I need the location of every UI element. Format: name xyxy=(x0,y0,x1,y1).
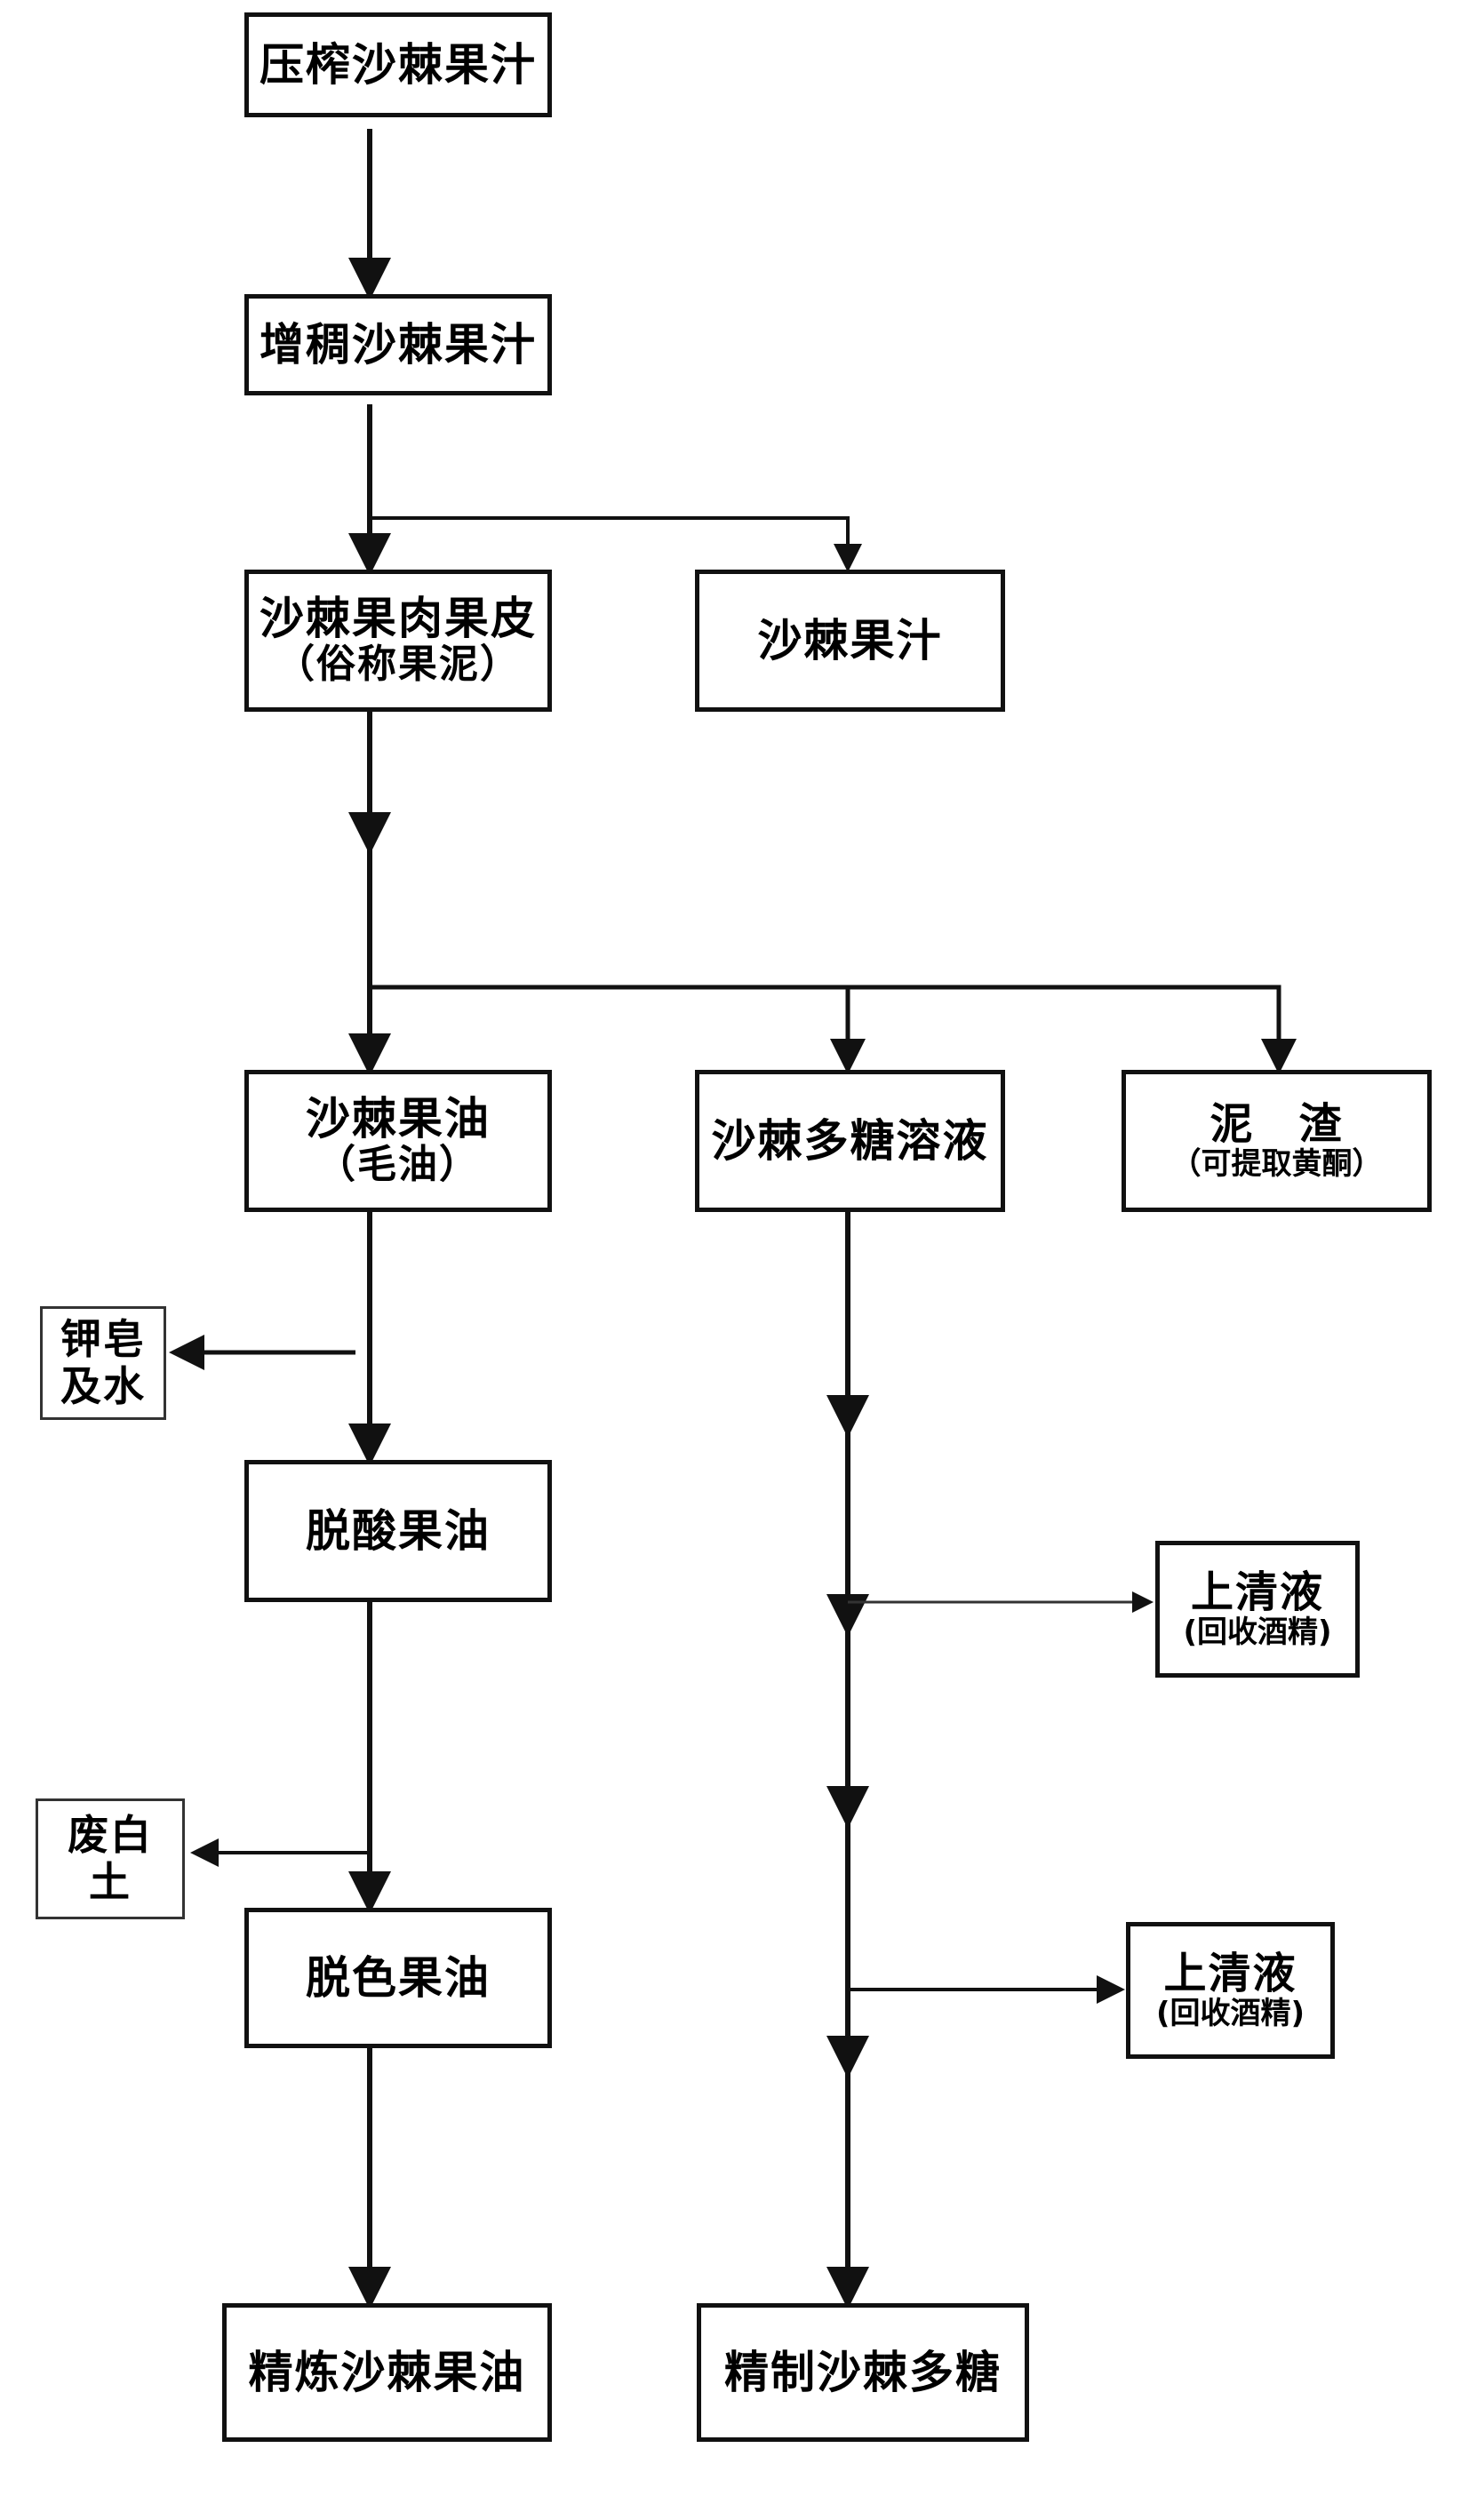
node-sublabel: （毛油） xyxy=(316,1142,480,1188)
edge-thick-to-juice xyxy=(370,516,862,572)
node-polysaccharide-solution: 沙棘多糖溶液 xyxy=(695,1070,1005,1212)
node-decolor-oil: 脱色果油 xyxy=(244,1908,552,2048)
node-residue: 泥 渣 （可提取黄酮） xyxy=(1122,1070,1432,1212)
node-sublabel: 及水 xyxy=(60,1362,146,1410)
node-label: 压榨沙棘果汁 xyxy=(259,38,537,91)
node-label: 精炼沙棘果油 xyxy=(248,2346,526,2398)
node-label: 增稠沙棘果汁 xyxy=(259,318,537,371)
node-label: 钾皂 xyxy=(60,1315,146,1364)
node-deacid-oil: 脱酸果油 xyxy=(244,1460,552,1602)
node-label: 沙棘果油 xyxy=(306,1093,491,1145)
node-label: 沙棘果肉果皮 xyxy=(259,593,537,645)
node-sublabel: （可提取黄酮） xyxy=(1170,1145,1383,1182)
node-press-juice: 压榨沙棘果汁 xyxy=(244,12,552,117)
node-label: 沙棘果汁 xyxy=(757,614,943,666)
node-sublabel: 土 xyxy=(89,1858,132,1906)
node-crude-oil: 沙棘果油 （毛油） xyxy=(244,1070,552,1212)
node-label: 泥 渣 xyxy=(1210,1098,1344,1149)
node-juice: 沙棘果汁 xyxy=(695,570,1005,712)
node-label: 沙棘多糖溶液 xyxy=(711,1114,989,1167)
node-supernatant-2: 上清液 (回收酒精) xyxy=(1126,1922,1335,2059)
node-label: 废白 xyxy=(68,1811,153,1860)
node-label: 精制沙棘多糖 xyxy=(724,2346,1002,2398)
node-supernatant-1: 上清液 (回收酒精) xyxy=(1155,1541,1360,1678)
node-label: 上清液 xyxy=(1190,1567,1324,1617)
node-refined-oil: 精炼沙棘果油 xyxy=(222,2303,552,2442)
node-sublabel: （俗称果泥） xyxy=(275,642,521,688)
node-waste-clay: 废白 土 xyxy=(36,1798,185,1919)
node-label: 脱色果油 xyxy=(306,1951,491,2004)
node-thick-juice: 增稠沙棘果汁 xyxy=(244,294,552,395)
node-label: 脱酸果油 xyxy=(306,1504,491,1557)
node-refined-polysaccharide: 精制沙棘多糖 xyxy=(697,2303,1029,2442)
node-label: 上清液 xyxy=(1163,1948,1297,1998)
edge-branch-horizontal xyxy=(370,985,1297,1074)
node-pulp-peel: 沙棘果肉果皮 （俗称果泥） xyxy=(244,570,552,712)
node-potash-soap: 钾皂 及水 xyxy=(40,1306,166,1420)
node-sublabel: (回收酒精) xyxy=(1155,1995,1305,2031)
node-sublabel: (回收酒精) xyxy=(1183,1614,1332,1650)
